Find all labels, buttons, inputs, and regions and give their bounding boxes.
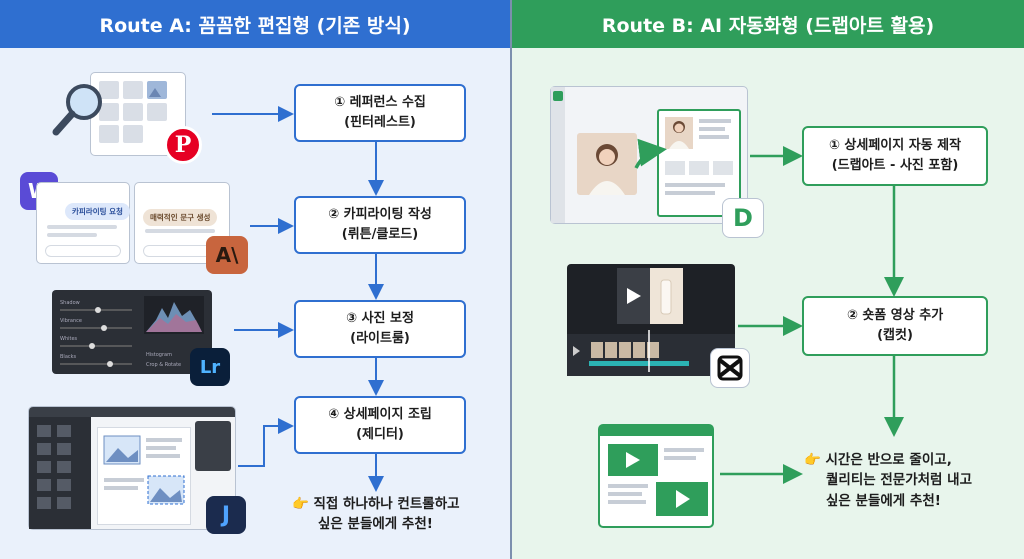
generated-page: [657, 109, 741, 217]
drapart-window: [550, 86, 748, 224]
step-tool: (라이트룸): [350, 331, 410, 346]
step-title: ③ 사진 보정: [346, 310, 414, 326]
lightroom-slider: Shadow: [60, 300, 80, 306]
step-tool: (캡컷): [877, 328, 913, 343]
route-b-title: Route B: AI 자동화형 (드랩아트 활용): [512, 0, 1024, 48]
capcut-window: [567, 264, 735, 376]
source-photo: [577, 133, 637, 195]
reference-grid-card: [90, 72, 186, 156]
route-b-recommendation: 👉 시간은 반으로 줄이고, 퀄리티는 전문가처럼 내고 싶은 분들에게 추천!: [804, 450, 972, 511]
note-line: 👉 시간은 반으로 줄이고,: [804, 452, 952, 468]
drapart-mini-logo: [553, 91, 563, 101]
copy-generated-bubble: 매력적인 문구 생성: [143, 209, 218, 226]
capcut-icon: [717, 355, 743, 381]
jeditor-logo: J: [206, 496, 246, 534]
capcut-logo: [710, 348, 750, 388]
wrtn-chat-card: 카피라이팅 요청: [36, 182, 130, 264]
lightroom-slider: Vibrance: [60, 318, 82, 324]
step-title: ① 레퍼런스 수집: [334, 94, 426, 110]
text-line: [47, 225, 117, 229]
note-line: 싶은 분들에게 추천!: [318, 516, 433, 533]
route-b-step-2: ② 숏폼 영상 추가 (캡컷): [802, 296, 988, 356]
drapart-sidebar: [551, 87, 565, 223]
editor-canvas: [97, 427, 191, 525]
person-photo-icon: [589, 144, 625, 195]
text-line: [47, 233, 97, 237]
claude-logo: A\: [206, 236, 248, 274]
video-preview: [617, 268, 683, 324]
route-a-recommendation: 👉 직접 하나하나 컨트롤하고 싶은 분들에게 추천!: [292, 494, 460, 535]
route-a-title: Route A: 꼼꼼한 편집형 (기존 방식): [0, 0, 510, 48]
route-a-step-3: ③ 사진 보정 (라이트룸): [294, 300, 466, 358]
product-video-icon: [627, 268, 683, 324]
lightroom-logo: Lr: [190, 348, 230, 386]
pinterest-logo: P: [164, 126, 202, 164]
step-title: ② 카피라이팅 작성: [328, 206, 432, 222]
histogram-label: Histogram: [146, 352, 172, 358]
route-a-step-4: ④ 상세페이지 조립 (제디터): [294, 396, 466, 454]
drapart-logo: D: [722, 198, 764, 238]
route-a-step-2: ② 카피라이팅 작성 (뤼튼/클로드): [294, 196, 466, 254]
note-line: 퀄리티는 전문가처럼 내고: [826, 472, 973, 489]
chat-input-box: [45, 245, 121, 257]
editor-layer-panel: [195, 421, 231, 471]
step-tool: (핀터레스트): [344, 115, 416, 130]
lightroom-slider: Blacks: [60, 354, 77, 360]
route-a-step-1: ① 레퍼런스 수집 (핀터레스트): [294, 84, 466, 142]
editor-toolbar: [29, 407, 235, 417]
crop-label: Crop & Rotate: [146, 362, 182, 368]
note-line: 싶은 분들에게 추천!: [826, 492, 941, 509]
step-title: ④ 상세페이지 조립: [328, 406, 432, 422]
note-line: 👉 직접 하나하나 컨트롤하고: [292, 496, 460, 512]
step-tool: (드랩아트 - 사진 포함): [831, 158, 959, 173]
text-line: [145, 229, 215, 233]
step-title: ② 숏폼 영상 추가: [846, 307, 944, 323]
copy-request-bubble: 카피라이팅 요청: [65, 203, 130, 220]
editor-sidebar: [29, 417, 91, 529]
reference-grid-icon: [99, 81, 167, 143]
capcut-timeline: [567, 330, 735, 376]
lightroom-panel: Shadow Vibrance Whites Blacks Histogram …: [52, 290, 212, 374]
step-title: ① 상세페이지 자동 제작: [828, 137, 962, 153]
jeditor-window: [28, 406, 236, 530]
route-b-step-1: ① 상세페이지 자동 제작 (드랩아트 - 사진 포함): [802, 126, 988, 186]
final-detail-page: [598, 424, 714, 528]
magnifier-icon: [52, 84, 102, 136]
video-page-icon: [600, 426, 712, 516]
lightroom-slider: Whites: [60, 336, 78, 342]
step-tool: (뤼튼/클로드): [341, 227, 419, 242]
step-tool: (제디터): [356, 427, 404, 442]
